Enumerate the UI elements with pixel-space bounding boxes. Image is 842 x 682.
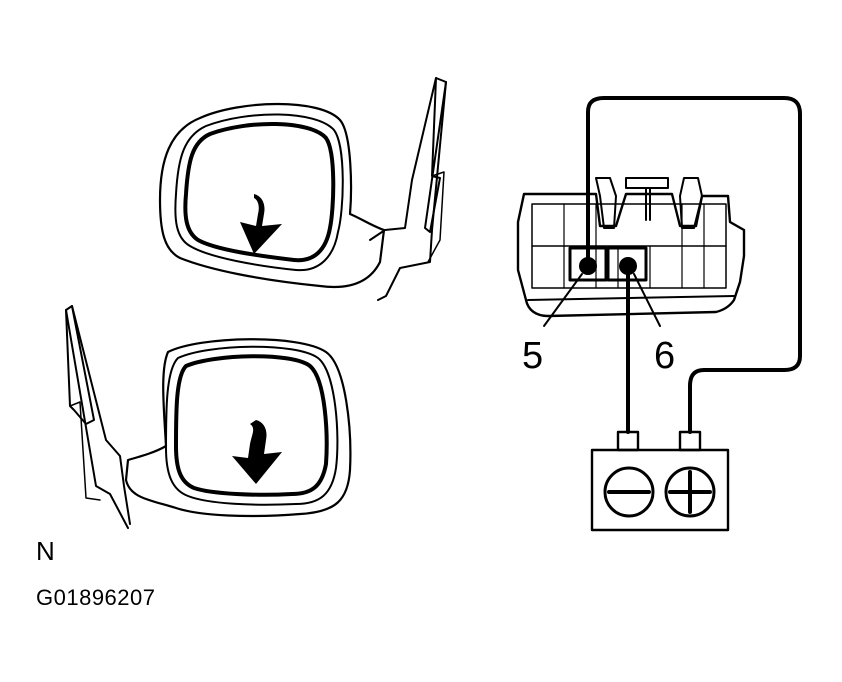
mirror-connector (516, 177, 746, 327)
minus-terminal-icon (603, 466, 655, 518)
battery-body (590, 448, 730, 532)
pin-5-leader (543, 273, 583, 327)
pin-5-label: 5 (522, 335, 543, 377)
figure-code: G01896207 (36, 585, 156, 610)
pin-6-label: 6 (654, 335, 675, 377)
plus-terminal-icon (664, 466, 716, 518)
connector-body (516, 192, 746, 318)
upper-mirror-glass-outer (174, 113, 344, 272)
test-leads (586, 96, 802, 434)
upper-mirror-housing (158, 102, 386, 288)
battery (590, 430, 730, 532)
connector-latch (595, 177, 617, 229)
lower-mirror (65, 305, 352, 529)
upper-mirror-arm (369, 77, 447, 301)
upper-mirror-base (424, 77, 447, 233)
upper-down-arrow-icon (240, 194, 282, 254)
lower-mirror-glass-outer (165, 345, 339, 506)
view-label: N (36, 536, 55, 566)
lower-mirror-housing (124, 338, 352, 518)
lower-mirror-arm (65, 305, 131, 529)
pin-6-leader (633, 273, 661, 327)
upper-mirror (158, 77, 447, 301)
lead-positive (586, 96, 802, 434)
lower-mirror-glass (174, 354, 329, 497)
upper-mirror-glass (183, 122, 336, 263)
lower-down-arrow-icon (232, 420, 282, 484)
